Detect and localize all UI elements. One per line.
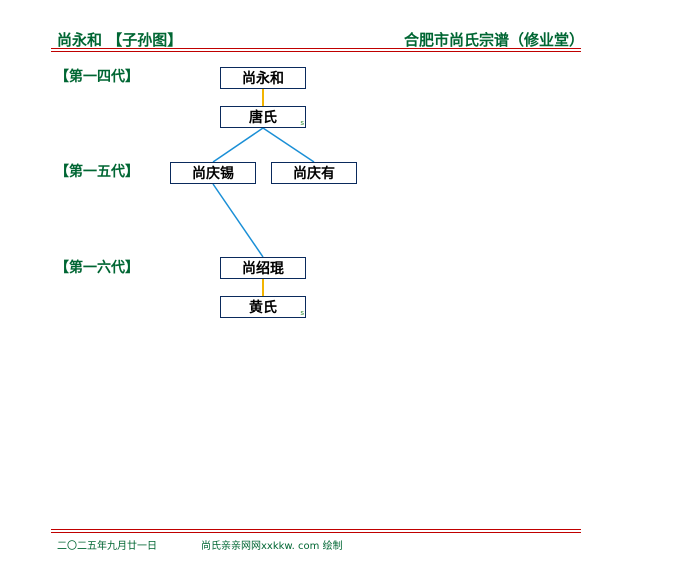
footer-credit: 尚氏亲亲网网xxkkw. com 绘制 — [201, 541, 343, 552]
spouse-marker: s — [300, 119, 304, 127]
header-rule-top — [51, 48, 581, 49]
parent-link-to-qingxi — [212, 127, 264, 163]
footer-rule-bottom — [51, 532, 581, 533]
genealogy-source-title: 合肥市尚氏宗谱（修业堂） — [404, 31, 585, 49]
person-node-shang-shaokun[interactable]: 尚绍琨 — [220, 257, 306, 279]
person-name: 尚庆锡 — [192, 166, 234, 182]
person-name: 尚永和 — [242, 71, 284, 87]
generation-label-14: 【第一四代】 — [55, 69, 139, 85]
person-name: 尚庆有 — [293, 166, 335, 182]
person-node-shang-yonghe[interactable]: 尚永和 — [220, 67, 306, 89]
person-name: 黄氏 — [249, 300, 277, 316]
person-node-shang-qingxi[interactable]: 尚庆锡 — [170, 162, 256, 184]
footer-rule-top — [51, 529, 581, 530]
page-title: 尚永和 【子孙图】 — [57, 31, 183, 49]
parent-link-to-qingyou — [262, 127, 315, 163]
spouse-node-huang-shi[interactable]: 黄氏 s — [220, 296, 306, 318]
person-node-shang-qingyou[interactable]: 尚庆有 — [271, 162, 357, 184]
generation-label-16: 【第一六代】 — [55, 260, 139, 276]
spouse-node-tang-shi[interactable]: 唐氏 s — [220, 106, 306, 128]
generation-label-15: 【第一五代】 — [55, 164, 139, 180]
footer-date: 二〇二五年九月廿一日 — [57, 541, 157, 552]
parent-link-to-shaokun — [212, 183, 264, 258]
spouse-marker: s — [300, 309, 304, 317]
person-name: 尚绍琨 — [242, 261, 284, 277]
header-rule-bottom — [51, 51, 581, 52]
person-name: 唐氏 — [249, 110, 277, 126]
